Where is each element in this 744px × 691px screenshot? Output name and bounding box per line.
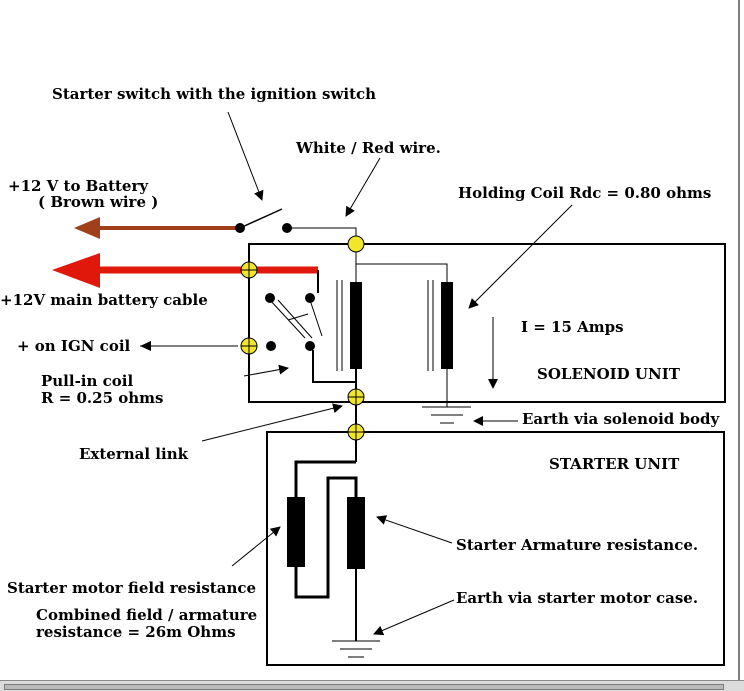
solenoid-contact-br [305, 341, 315, 351]
field-resistance-label: Starter motor field resistance [7, 579, 257, 597]
solenoid-unit-label: SOLENOID UNIT [537, 365, 680, 383]
white-red-wire-pointer [345, 157, 381, 217]
armature-resistance-label: Starter Armature resistance. [456, 536, 699, 554]
external-link-pointer [201, 403, 343, 442]
armature-pointer [376, 515, 453, 544]
field-resistance [287, 497, 305, 567]
pull-in-coil-pointer [243, 364, 289, 377]
terminal-ign-coil [240, 337, 258, 355]
bottom-scrollbar[interactable] [0, 680, 744, 691]
terminal-switch-feed [347, 235, 365, 253]
field-armature-link-wire [294, 476, 358, 599]
battery-12v-label: +12 V to Battery [8, 177, 149, 195]
pull-in-coil-label: Pull-in coil [41, 372, 134, 390]
external-link-label: External link [79, 445, 188, 463]
ign-coil-label: + on IGN coil [17, 337, 131, 355]
solenoid-contact-tl [265, 293, 275, 303]
field-feed-wire [294, 460, 356, 497]
plunger-link-4 [309, 299, 323, 337]
field-resistance-pointer [231, 526, 281, 567]
earth-solenoid-label: Earth via solenoid body [522, 410, 720, 428]
starter-switch-label: Starter switch with the ignition switch [52, 85, 377, 103]
armature-resistance [347, 497, 365, 569]
plunger-link-3 [287, 313, 309, 321]
holding-coil-pointer [468, 204, 573, 309]
holding-coil-feed-wire [356, 263, 448, 282]
starter-unit-box [266, 431, 725, 666]
pull-in-coil [350, 282, 362, 369]
scrollbar-track[interactable] [4, 684, 724, 690]
combined-resistance-label: Combined field / armature [36, 606, 258, 624]
solenoid-contact-bl [266, 341, 276, 351]
earth-symbol-solenoid [422, 395, 471, 424]
pull-in-return-wire [312, 350, 356, 383]
starter-unit-label: STARTER UNIT [549, 455, 680, 473]
solenoid-contact-tr [305, 293, 315, 303]
switch-blade [239, 208, 283, 229]
ign-coil-arrowhead [140, 341, 151, 351]
holding-coil-label: Holding Coil Rdc = 0.80 ohms [458, 184, 712, 202]
terminal-starter-input [347, 423, 365, 441]
earth-case-pointer [373, 599, 455, 636]
plunger-link-2 [277, 299, 313, 339]
solenoid-unit-box [248, 243, 726, 403]
terminal-main-cable [240, 261, 258, 279]
terminal-solenoid-output [347, 388, 365, 406]
earth-case-label: Earth via starter motor case. [456, 589, 699, 607]
main-cable-arrowhead [52, 253, 100, 288]
current-label: I = 15 Amps [521, 318, 624, 336]
brown-wire-arrowhead [74, 217, 100, 239]
earth-symbol-starter [332, 640, 380, 658]
brown-wire-label: ( Brown wire ) [38, 193, 159, 211]
holding-coil [441, 282, 453, 369]
combined-resistance-value-label: resistance = 26m Ohms [36, 623, 236, 641]
main-battery-cable-label: +12V main battery cable [0, 291, 208, 309]
plunger-link-1 [269, 299, 306, 339]
pull-in-coil-resistance-label: R = 0.25 ohms [41, 389, 164, 407]
starter-switch-pointer [227, 111, 264, 201]
white-red-wire-label: White / Red wire. [296, 139, 441, 157]
